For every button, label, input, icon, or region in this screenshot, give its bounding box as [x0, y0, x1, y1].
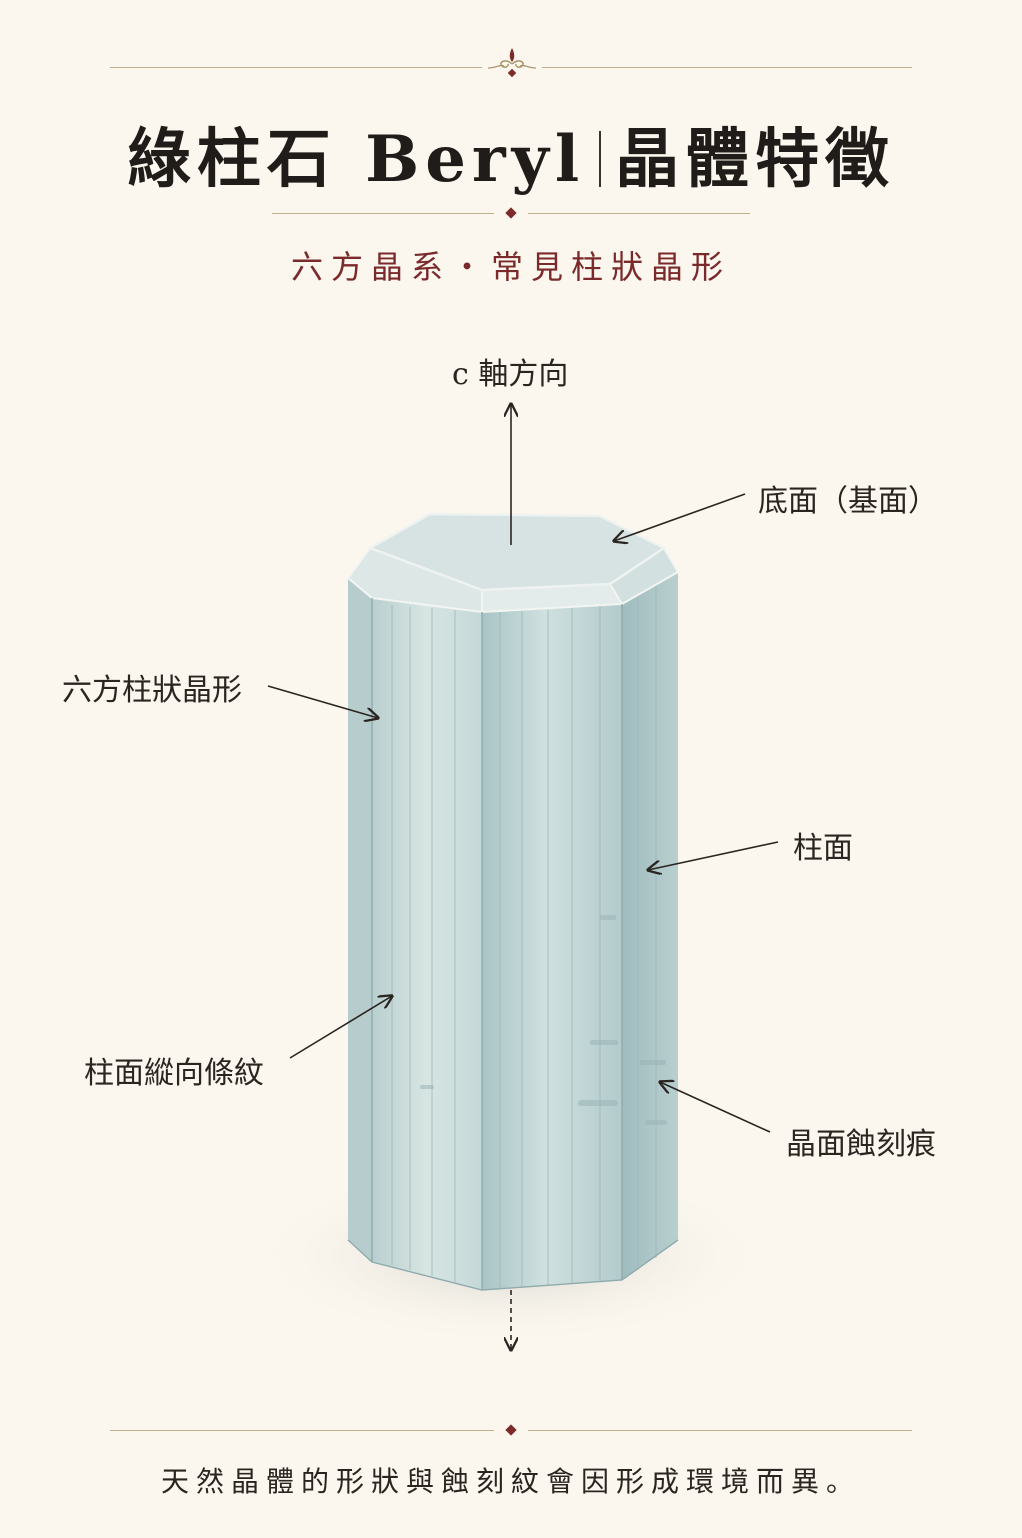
basal-face [367, 512, 667, 592]
title-part-2: 晶體特徵 [615, 122, 896, 197]
arrow-prism-face [648, 841, 779, 870]
label-c-axis: c 軸方向 [452, 357, 569, 392]
fleur-ornament-icon [487, 48, 537, 78]
footer-note: 天然晶體的形狀與蝕刻紋會因形成環境而異。 [160, 1465, 861, 1498]
title-rule-left [272, 213, 494, 214]
label-striations: 柱面縱向條紋 [84, 1056, 264, 1091]
label-basal-face: 底面（基面） [758, 484, 938, 519]
arrow-etch-marks [660, 1082, 771, 1133]
prism-face-left-main [372, 598, 482, 1290]
label-prism-face: 柱面 [793, 831, 853, 866]
title-divider [599, 131, 602, 187]
top-rule-right [542, 67, 912, 68]
etch-marks [420, 915, 667, 1125]
prism-face-front [482, 604, 622, 1290]
label-etch-marks: 晶面蝕刻痕 [786, 1127, 936, 1162]
arrow-basal-face [614, 493, 746, 541]
bottom-rule-left [110, 1430, 494, 1431]
title-part-1: 綠柱石 Beryl [126, 122, 586, 197]
vertical-striations [391, 586, 657, 1288]
left-prism-face [348, 578, 372, 1262]
prism-face-right [622, 572, 678, 1280]
arrow-striations [289, 996, 392, 1059]
page-title: 綠柱石 Beryl 晶體特徵 [0, 108, 1022, 200]
bottom-rule-right [528, 1430, 912, 1431]
title-rule-right [528, 213, 750, 214]
subtitle: 六方晶系・常見柱狀晶形 [290, 248, 731, 286]
arrow-hex-prism [267, 685, 378, 718]
top-rule-left [110, 67, 482, 68]
label-hex-prism: 六方柱狀晶形 [62, 673, 242, 708]
